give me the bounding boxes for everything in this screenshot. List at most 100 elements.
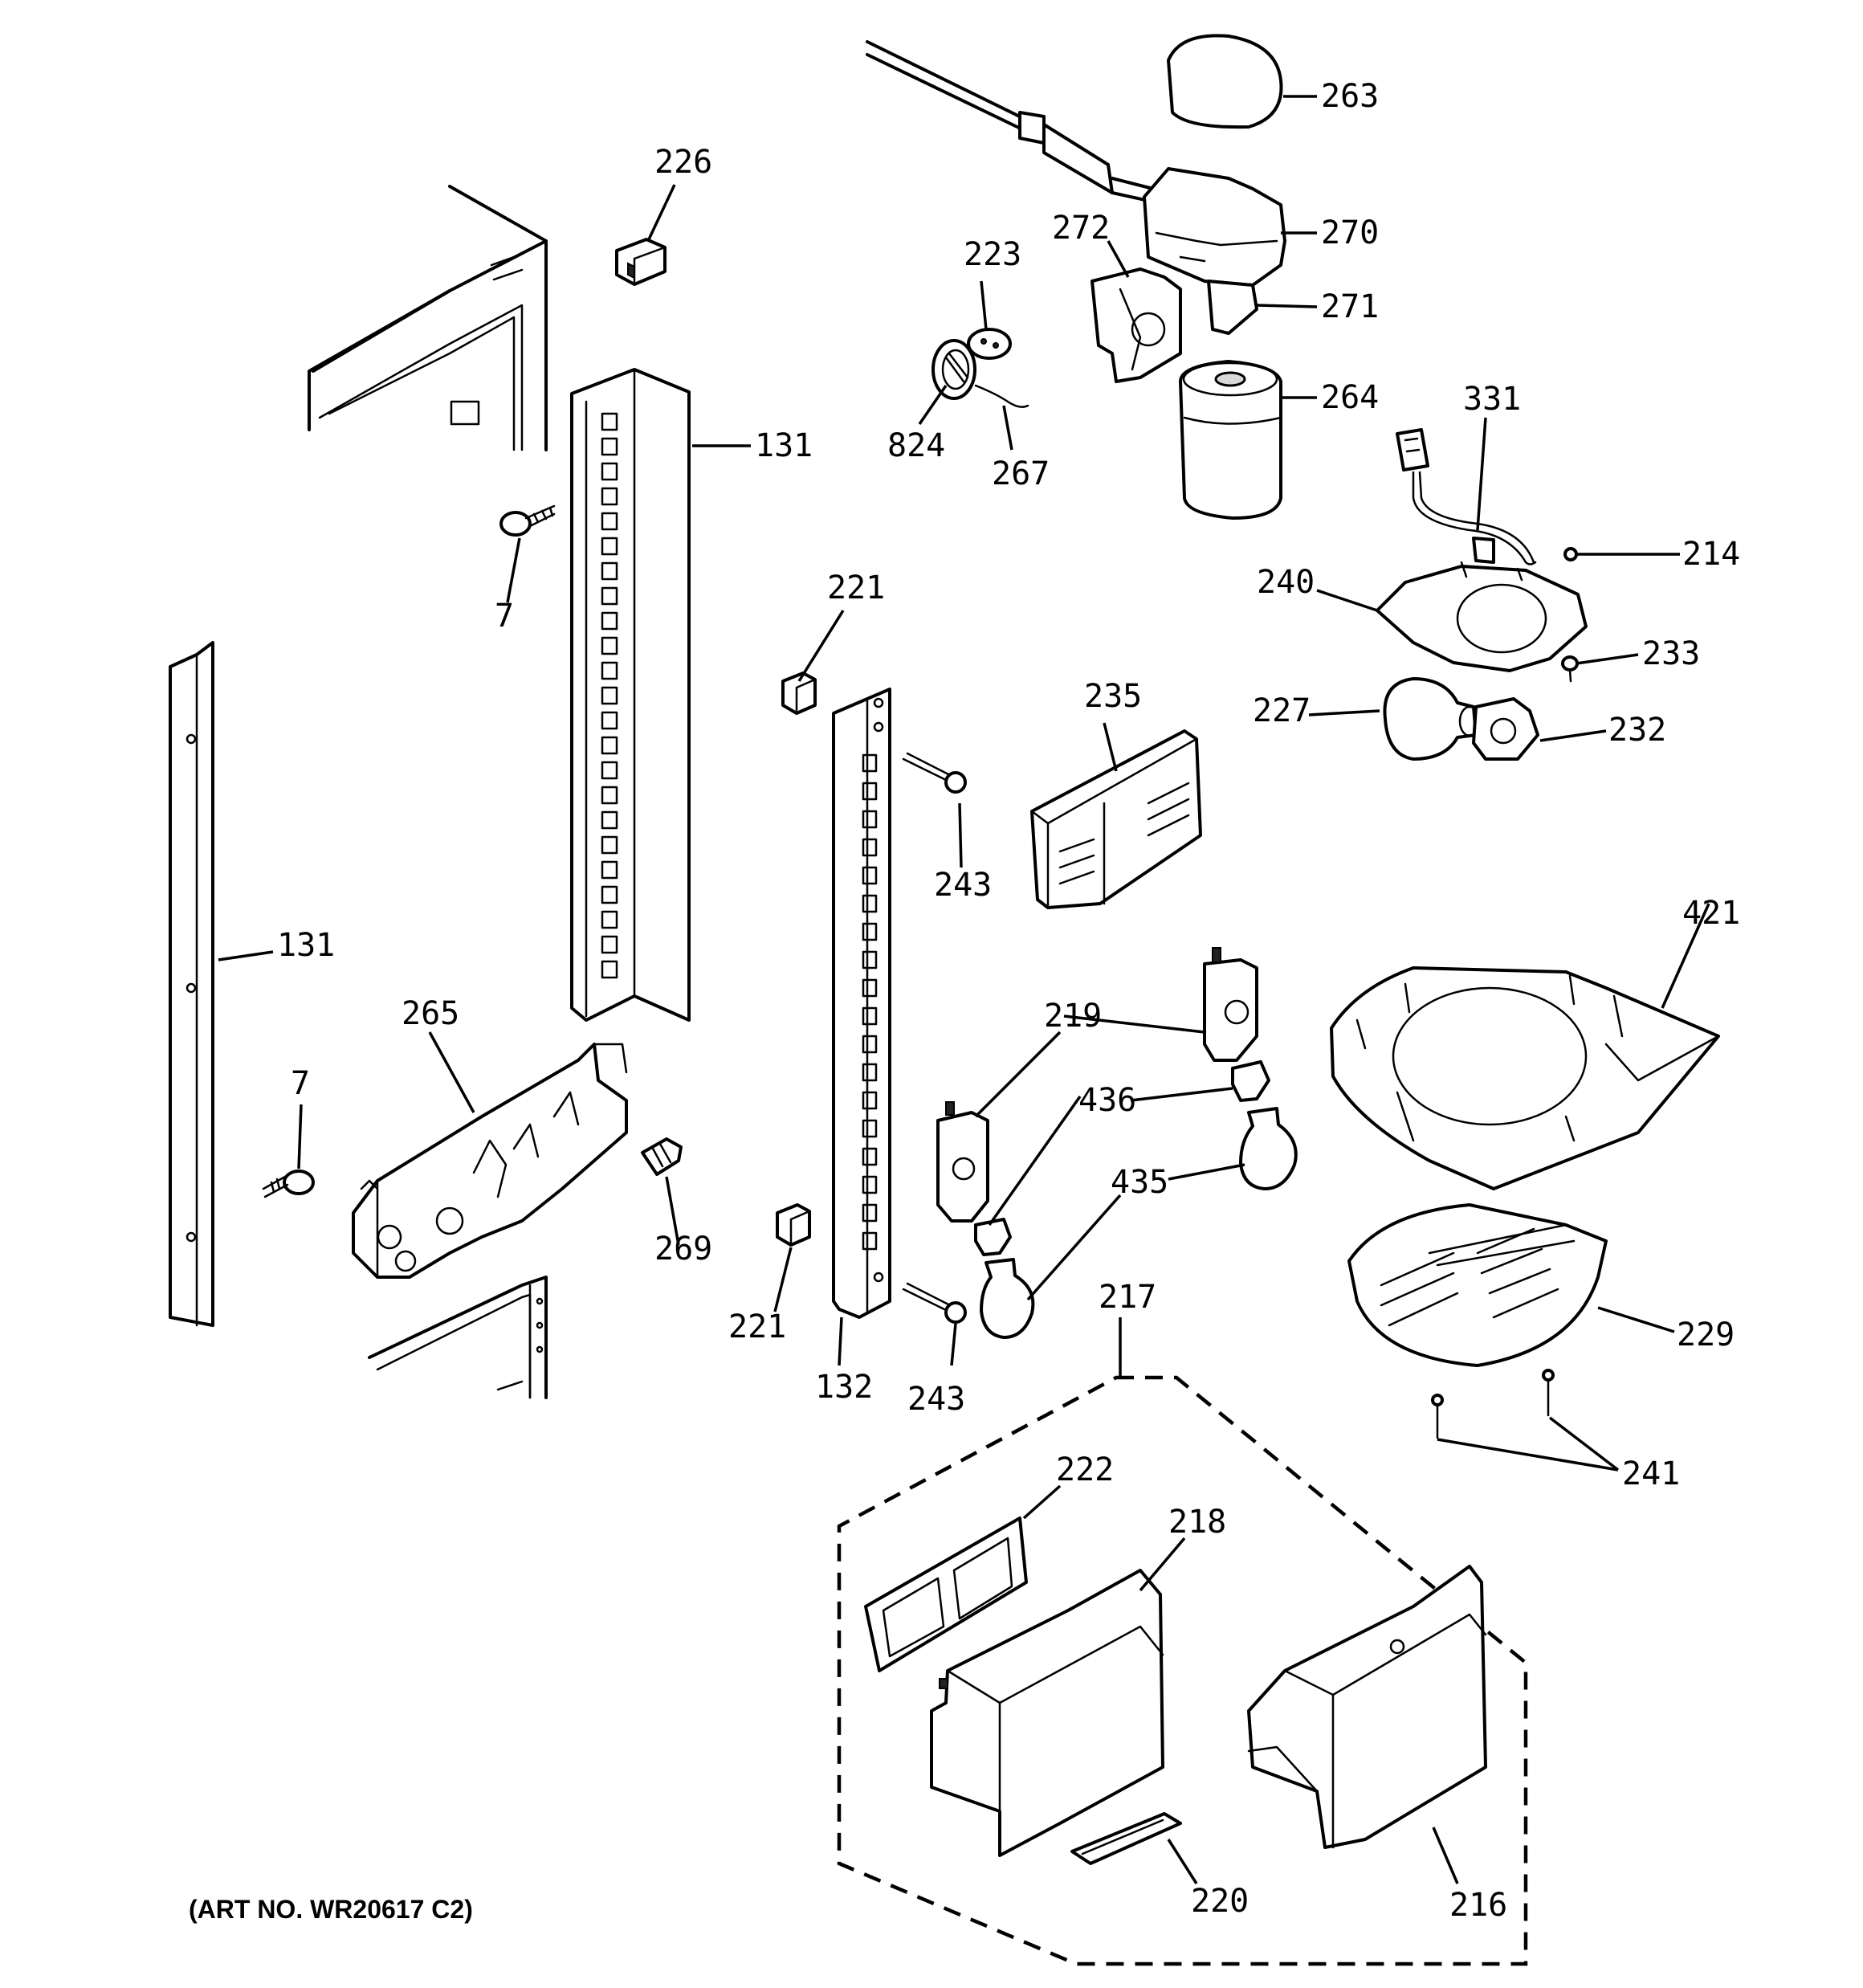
clip-226 [615,238,667,286]
rail-slot [601,885,618,904]
rail-slot [862,1175,878,1194]
rail-slot [862,894,878,913]
bulb-227 [1383,677,1481,761]
gasket-220 [1070,1812,1182,1865]
callout-267: 267 [992,455,1050,492]
rail-slot [862,753,878,773]
rail-slot [601,786,618,805]
callout-132: 132 [815,1369,873,1406]
kit-217-boundary [837,1375,1528,1966]
screw-7-upper [499,504,556,537]
rail-slot [601,412,618,431]
callout-269: 269 [654,1231,712,1268]
callout-270: 270 [1321,214,1379,251]
light-shield-240 [1376,561,1588,672]
callout-131-center: 131 [755,427,813,464]
cabinet-corner [308,185,548,451]
water-filter-264 [1179,360,1282,520]
rail-slot [601,761,618,780]
rail-slot [601,561,618,581]
gasket-222 [864,1517,1028,1672]
water-lines [866,40,1158,204]
duct-cover-218 [930,1569,1164,1857]
drip-tray-229 [1347,1203,1608,1367]
rail-slot [601,611,618,631]
screw-233 [1561,655,1579,683]
spring-267 [974,384,1029,408]
callout-264: 264 [1321,379,1379,416]
lamp-cover-219-left [936,1101,989,1223]
rail-132 [832,688,891,1319]
rail-slot [862,1203,878,1223]
screw-7-lower [262,1170,315,1198]
callout-243-upper: 243 [934,867,992,904]
light-cover-235 [1030,729,1202,909]
callout-221-upper: 221 [827,569,885,606]
lower-frame [368,1276,548,1399]
callout-229: 229 [1677,1316,1735,1353]
screw-243-lower [902,1282,967,1324]
gasket-824 [932,339,976,400]
rail-slot [601,686,618,705]
callout-217: 217 [1099,1279,1156,1316]
callout-233: 233 [1642,635,1700,672]
duct-housing-216 [1247,1565,1487,1849]
callout-240: 240 [1257,564,1315,601]
rail-slot [601,661,618,680]
callout-421: 421 [1682,895,1740,932]
callout-223: 223 [964,236,1021,273]
lamp-socket-436-left [974,1218,1012,1256]
bulb-435-right [1239,1107,1298,1190]
rail-slot [601,586,618,606]
rail-131-left [169,641,214,1327]
rail-slot [862,838,878,857]
housing-421 [1330,966,1720,1190]
lamp-socket-436-right [1231,1060,1270,1102]
callout-219: 219 [1044,998,1102,1035]
rail-slot [862,782,878,801]
screw-243-upper [902,752,967,794]
hinge-pin-269 [641,1137,683,1176]
callout-824: 824 [887,427,945,464]
callout-331: 331 [1463,381,1521,418]
callout-226: 226 [654,144,712,181]
socket-232 [1472,697,1539,761]
filter-holder-272 [1090,267,1182,383]
rail-slot [862,866,878,885]
callout-272: 272 [1052,210,1110,247]
callout-131-left: 131 [277,927,335,964]
callout-436: 436 [1078,1082,1136,1119]
rail-slot [862,1063,878,1082]
callout-227: 227 [1253,692,1311,729]
rail-slot [601,935,618,954]
hinge-265 [352,1043,628,1279]
rail-slot [601,462,618,481]
filter-bracket-271 [1207,280,1258,335]
art-number: (ART NO. WR20617 C2) [189,1895,473,1924]
callout-222: 222 [1056,1451,1114,1488]
rail-132-slots [862,753,878,1251]
bulb-435-left [980,1258,1035,1339]
callout-241: 241 [1622,1455,1680,1492]
rail-131-slots [601,412,618,979]
rail-slot [601,437,618,456]
rail-slot [862,950,878,970]
rail-slot [862,1091,878,1110]
rail-slot [601,960,618,979]
callout-labels: 263 270 271 272 223 226 824 267 264 331 … [277,78,1740,1924]
clip-221-lower [776,1203,811,1247]
rail-slot [862,1119,878,1138]
rail-slot [601,810,618,830]
rail-slot [601,736,618,755]
filter-head-270 [1143,167,1286,287]
callout-435: 435 [1111,1164,1168,1201]
callout-7-upper: 7 [495,598,514,635]
callout-7-lower: 7 [291,1065,310,1102]
rail-slot [601,835,618,855]
rail-slot [601,711,618,730]
screws-241 [1431,1369,1555,1439]
nut-214 [1563,547,1578,561]
callout-221-lower: 221 [728,1308,786,1345]
rail-slot [601,512,618,531]
rail-slot [862,978,878,998]
